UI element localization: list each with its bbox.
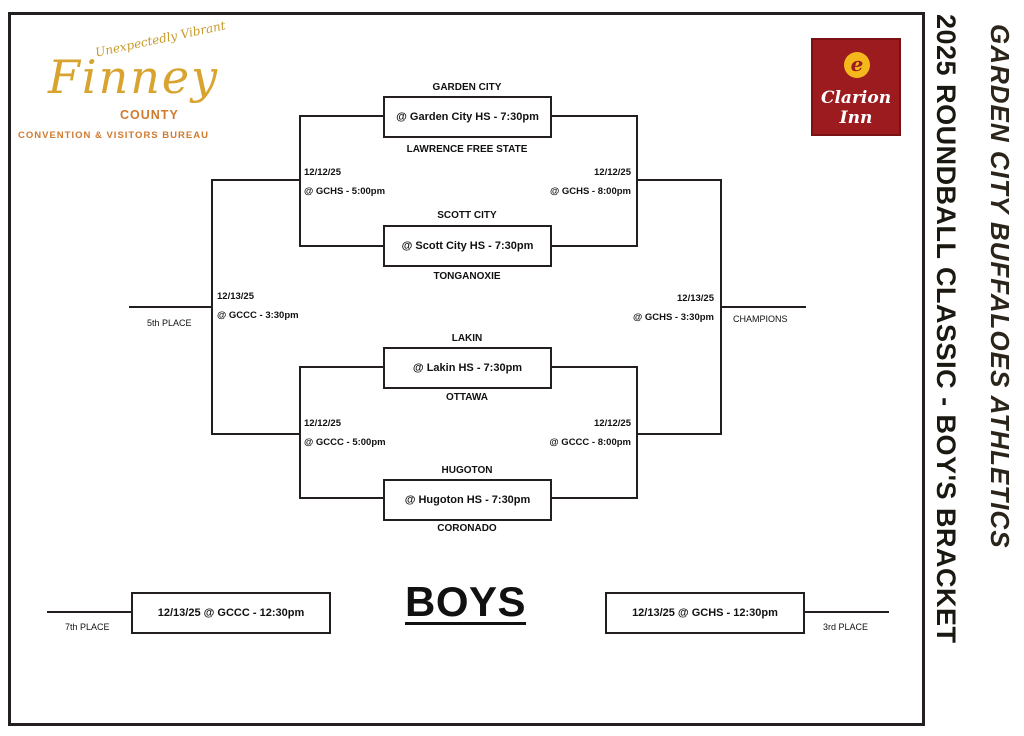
third-place-game-box: 12/13/25 @ GCHS - 12:30pm <box>605 592 805 634</box>
team-label: LAKIN <box>451 333 483 344</box>
finney-county-logo: Unexpectedly Vibrant Finney COUNTY CONVE… <box>14 18 254 146</box>
side-title-bracket: 2025 ROUNDBALL CLASSIC - BOY'S BRACKET <box>931 14 961 644</box>
final-info-left: 12/13/25 @ GCCC - 3:30pm <box>217 287 299 325</box>
game-date: 12/12/25 <box>594 167 631 178</box>
game-location: @ GCHS - 3:30pm <box>632 312 714 323</box>
game-date: 12/12/25 <box>304 167 341 178</box>
game-date: 12/12/25 <box>304 418 341 429</box>
game-box: @ Lakin HS - 7:30pm <box>383 347 552 389</box>
finney-county: COUNTY <box>120 108 179 122</box>
semi-info-bottom-right: 12/12/25 @ GCCC - 8:00pm <box>531 414 631 452</box>
team-label: TONGANOXIE <box>433 271 501 282</box>
game-box: @ Garden City HS - 7:30pm <box>383 96 552 138</box>
seventh-place-label: 7th PLACE <box>65 622 110 632</box>
semi-info-top-right: 12/12/25 @ GCHS - 8:00pm <box>531 163 631 201</box>
game-location: @ GCCC - 3:30pm <box>217 310 299 321</box>
semi-info-top-left: 12/12/25 @ GCHS - 5:00pm <box>304 163 385 201</box>
game-location: @ GCCC - 5:00pm <box>304 437 386 448</box>
team-label: CORONADO <box>437 523 497 534</box>
team-label: HUGOTON <box>441 465 493 476</box>
bracket-heading: BOYS <box>405 578 527 625</box>
final-info-right: 12/13/25 @ GCHS - 3:30pm <box>612 289 714 327</box>
clarion-line2: Inn <box>839 108 873 128</box>
team-label: SCOTT CITY <box>437 210 497 221</box>
third-place-label: 3rd PLACE <box>823 622 869 632</box>
game-box: @ Scott City HS - 7:30pm <box>383 225 552 267</box>
seventh-place-game-box: 12/13/25 @ GCCC - 12:30pm <box>131 592 331 634</box>
clarion-line1: Clarion <box>820 88 892 108</box>
game-location: @ GCHS - 8:00pm <box>549 186 631 197</box>
champions-label: CHAMPIONS <box>733 314 788 324</box>
game-date: 12/13/25 <box>677 293 714 304</box>
game-box: @ Hugoton HS - 7:30pm <box>383 479 552 521</box>
game-date: 12/12/25 <box>594 418 631 429</box>
team-label: LAWRENCE FREE STATE <box>406 144 528 155</box>
finney-cvb: CONVENTION & VISITORS BUREAU <box>18 130 209 141</box>
team-label: GARDEN CITY <box>432 82 502 93</box>
clarion-c-icon: e <box>844 52 870 78</box>
team-label: OTTAWA <box>445 392 489 403</box>
game-location: @ GCCC - 8:00pm <box>549 437 631 448</box>
semi-info-bottom-left: 12/12/25 @ GCCC - 5:00pm <box>304 414 386 452</box>
clarion-inn-logo: e Clarion Inn <box>811 38 901 136</box>
game-location: @ GCHS - 5:00pm <box>304 186 386 197</box>
game-date: 12/13/25 <box>217 291 254 302</box>
side-title-athletics: GARDEN CITY BUFFALOES ATHLETICS <box>985 24 1015 549</box>
finney-name: Finney <box>48 50 220 104</box>
fifth-place-label: 5th PLACE <box>147 318 192 328</box>
